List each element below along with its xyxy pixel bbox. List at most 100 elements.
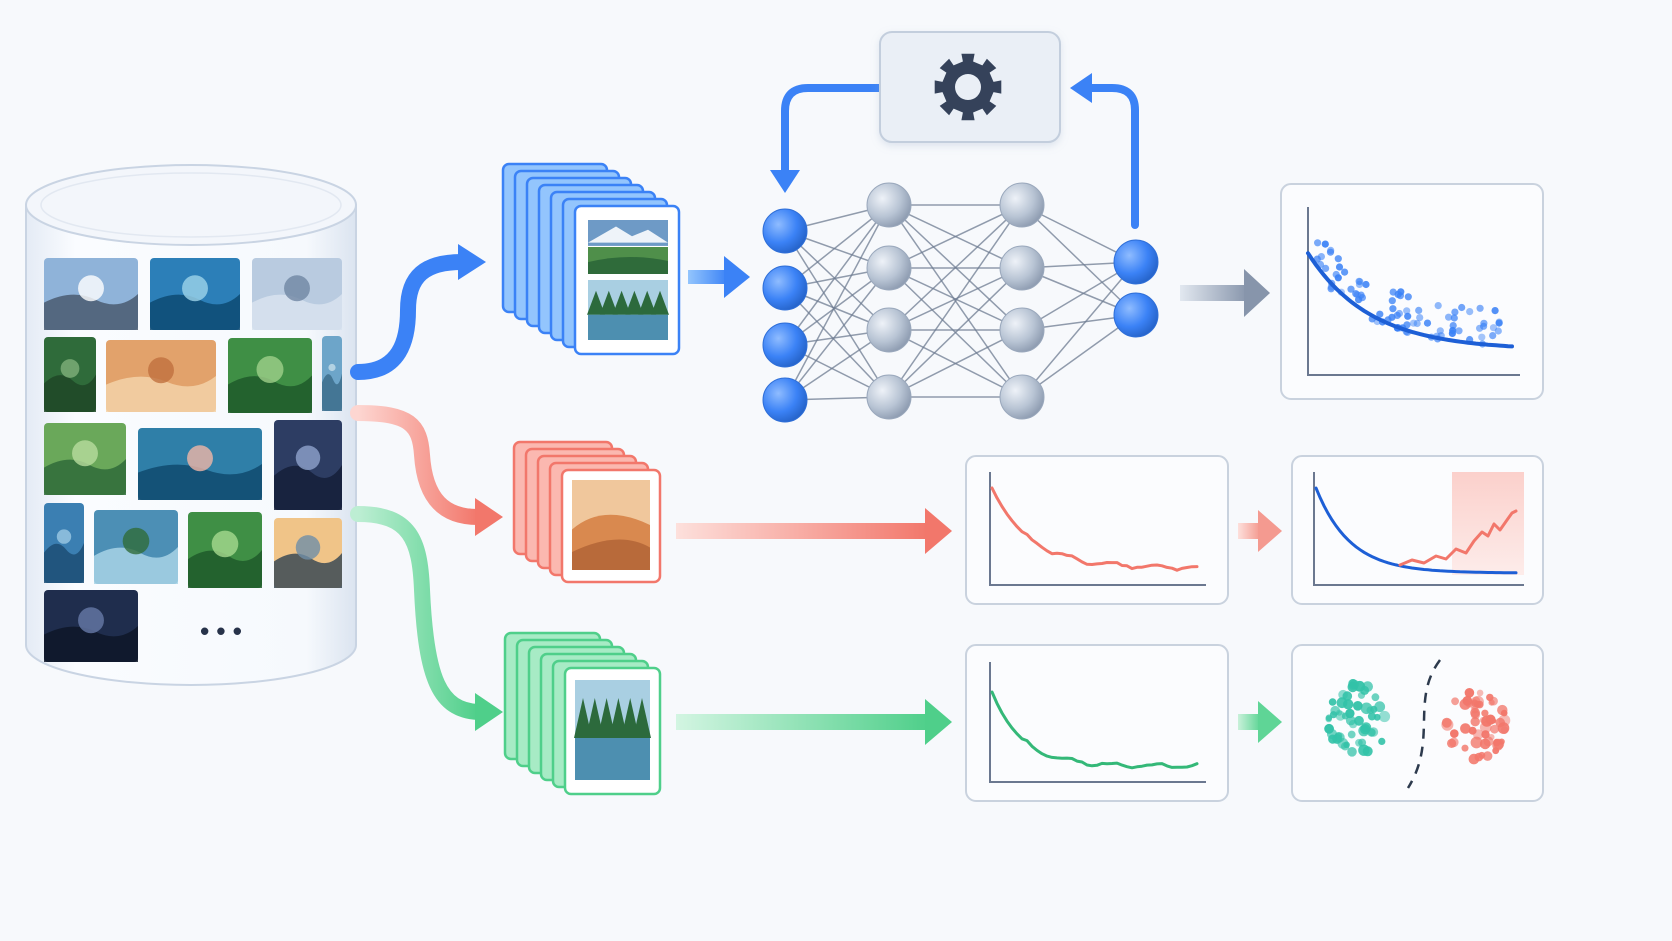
stack-image-forest (587, 280, 669, 340)
loss-curve-red (990, 486, 1199, 572)
network-edge (784, 230, 890, 331)
settings-box[interactable] (879, 31, 1061, 143)
thumbnail-night-sky (44, 590, 138, 662)
scatter-point (1476, 304, 1484, 312)
thumbnail-forest-lake (94, 510, 178, 584)
flow-arrowhead-blue (458, 244, 486, 280)
thumbnail-road-sunset (274, 518, 342, 588)
scatter-point (1314, 239, 1322, 247)
scatter-point (1393, 311, 1401, 319)
scatter-point (1451, 308, 1459, 316)
scatter-point (1458, 303, 1466, 312)
thumbnail-ocean-waves (150, 258, 240, 330)
scatter-point (1389, 288, 1397, 296)
cluster-point-coral (1490, 724, 1499, 734)
scatter-points (1313, 239, 1503, 348)
scatter-point (1335, 263, 1344, 271)
cluster-point-coral (1470, 717, 1480, 727)
cluster-point-teal (1366, 706, 1374, 714)
cluster-point-teal (1378, 710, 1391, 723)
scatter-point (1403, 307, 1411, 315)
scatter-point (1404, 312, 1412, 320)
cluster-point-coral (1464, 688, 1475, 698)
arrow-stack-to-network (688, 256, 750, 298)
network-edge (784, 230, 890, 398)
image-stack-green (503, 631, 662, 796)
cluster-point-coral (1481, 709, 1489, 717)
arrow-green-to-loss (676, 699, 952, 745)
scatter-point (1327, 246, 1335, 254)
network-edge (888, 267, 1023, 398)
cluster-point-coral (1479, 721, 1492, 734)
scatter-point (1445, 313, 1453, 321)
network-edge (1021, 261, 1137, 398)
overfit-region (1452, 472, 1524, 575)
cluster-point-teal (1378, 737, 1386, 746)
image-stack-red (512, 440, 662, 584)
network-edge (1021, 204, 1137, 316)
cluster-point-coral (1462, 696, 1473, 706)
network-nodes (762, 182, 1159, 423)
arrow-red-loss-to-overfit (1238, 510, 1282, 552)
training-loss-curve (1314, 486, 1518, 575)
thumbnail-forest (44, 337, 96, 412)
loss-curve-green (990, 690, 1199, 770)
thumbnail-blue-lake (44, 503, 84, 583)
cluster-point-teal (1336, 697, 1348, 709)
scatter-point (1450, 314, 1458, 322)
hidden-node (999, 245, 1045, 291)
network-edge (888, 204, 1023, 269)
scatter-point (1404, 293, 1412, 301)
network-edge (1021, 314, 1137, 398)
output-node (1113, 239, 1159, 285)
scatter-point (1478, 333, 1486, 341)
decision-boundary (1406, 659, 1442, 789)
input-node (762, 265, 808, 311)
branch-flow-blue (350, 244, 486, 380)
image-stack-blue (501, 162, 681, 356)
loop-arrowhead-left (1070, 73, 1092, 103)
scatter-point (1416, 314, 1424, 322)
network-edge (784, 267, 890, 401)
loop-arrowhead-down (770, 170, 800, 193)
thumbnail-snowy-mountain (44, 258, 138, 330)
cluster-point-teal (1371, 693, 1380, 702)
cluster-point-teal (1353, 701, 1363, 711)
scatter-point (1494, 327, 1502, 335)
panel-regression-scatter (1280, 183, 1544, 400)
cluster-point-coral (1495, 717, 1505, 728)
arrow-network-to-output (1180, 269, 1270, 317)
cluster-teal (1324, 679, 1391, 757)
scatter-point (1403, 321, 1411, 329)
thumbnail-coral-reef (138, 428, 262, 500)
scatter-point (1353, 291, 1361, 299)
hidden-node (999, 182, 1045, 228)
cluster-point-teal (1354, 680, 1366, 692)
network-edge (888, 204, 1023, 398)
network-edge (784, 287, 890, 398)
thumbnail-city-skyline (252, 258, 342, 330)
scatter-point (1355, 277, 1363, 285)
thumbnail-lake-strip (322, 336, 342, 411)
scatter-point (1332, 270, 1340, 279)
scatter-point (1466, 308, 1474, 316)
cluster-point-teal (1329, 711, 1338, 719)
stack-image-desert (572, 480, 650, 570)
arrow-green-loss-to-clusters (1238, 701, 1282, 743)
cluster-point-teal (1332, 734, 1342, 744)
scatter-point (1352, 290, 1360, 298)
scatter-point (1341, 268, 1349, 276)
stack-image-mountain (588, 220, 668, 274)
cluster-point-teal (1328, 698, 1337, 706)
scatter-point (1321, 240, 1329, 248)
flow-arrowhead-green (475, 693, 503, 731)
scatter-point (1491, 307, 1499, 315)
hyperparameter-loop (770, 73, 1139, 229)
cluster-point-teal (1355, 739, 1363, 747)
scatter-point (1347, 285, 1355, 293)
scatter-point (1489, 332, 1497, 340)
cluster-point-coral (1488, 734, 1495, 741)
regression-curve (1306, 251, 1514, 349)
cluster-coral (1441, 688, 1511, 765)
